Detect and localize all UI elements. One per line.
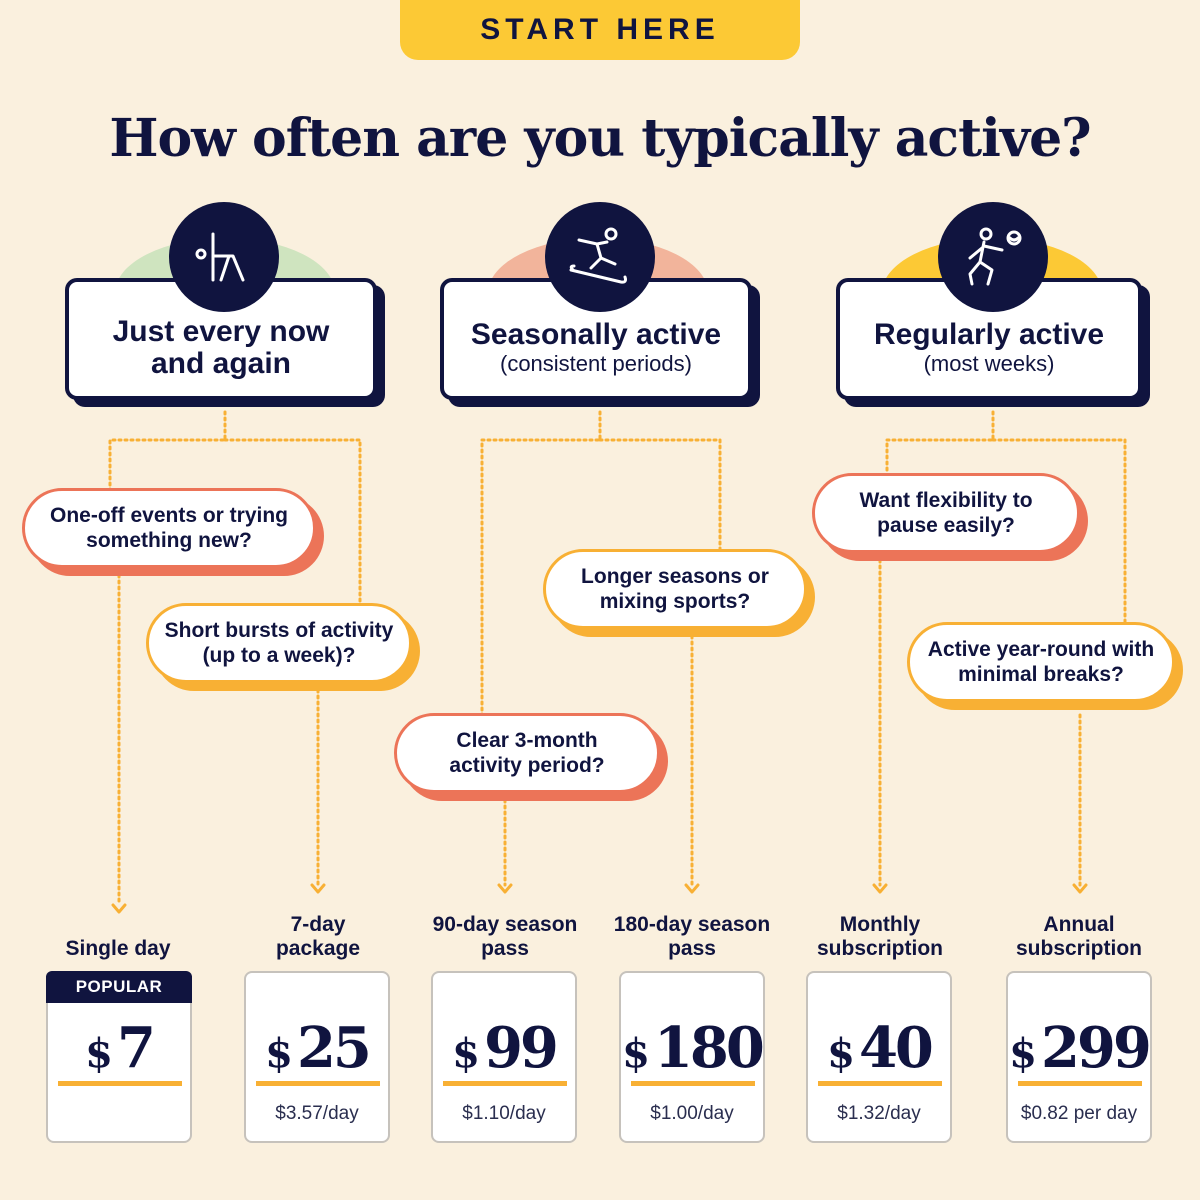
price-amount: $40: [808, 1015, 950, 1081]
price-value: 180: [653, 1015, 765, 1081]
category-title: Seasonally active: [470, 318, 722, 351]
price-currency: $: [265, 1030, 293, 1077]
price-per-day: $1.00/day: [650, 1103, 734, 1124]
plan-label: 90-day season pass: [432, 913, 578, 960]
plan-label: 180-day season pass: [613, 913, 771, 960]
snowboarder-icon: [569, 227, 627, 284]
price-currency: $: [452, 1030, 480, 1077]
question-text: Short bursts of activity (up to a week)?: [164, 619, 394, 667]
price-value: 40: [858, 1015, 934, 1081]
price-underline: [256, 1081, 380, 1086]
arrow-head: [684, 883, 700, 894]
price-per-day: $1.10/day: [462, 1103, 546, 1124]
category-subtitle: (consistent periods): [500, 351, 692, 376]
plan-label: 7-day package: [275, 913, 361, 960]
question-text: Clear 3-month activity period?: [449, 729, 605, 777]
price-underline: [58, 1081, 182, 1086]
plan-label: Monthly subscription: [816, 913, 943, 960]
price-per-day: $3.57/day: [275, 1103, 359, 1124]
price-value: 99: [483, 1015, 559, 1081]
price-card[interactable]: $25 $3.57/day: [244, 971, 390, 1143]
price-card[interactable]: POPULAR $7: [46, 971, 192, 1143]
arrow-head: [497, 883, 513, 894]
question-bubble[interactable]: Longer seasons or mixing sports?: [543, 549, 807, 629]
price-amount: $180: [621, 1015, 765, 1081]
price-currency: $: [827, 1030, 855, 1077]
price-underline: [443, 1081, 567, 1086]
category-icon-badge: [169, 202, 279, 312]
price-underline: [1018, 1081, 1142, 1086]
question-text: Want flexibility to pause easily?: [859, 489, 1033, 537]
price-per-day: $0.82 per day: [1020, 1103, 1138, 1124]
arrow-head: [310, 883, 326, 894]
price-underline: [818, 1081, 942, 1086]
connector-line: [991, 438, 1127, 624]
plan-label: Single day: [65, 937, 171, 960]
question-bubble[interactable]: Active year-round with minimal breaks?: [907, 622, 1175, 702]
price-value: 7: [116, 1015, 156, 1081]
question-bubble[interactable]: Clear 3-month activity period?: [394, 713, 660, 793]
question-bubble[interactable]: Short bursts of activity (up to a week)?: [146, 603, 412, 683]
price-amount: $25: [246, 1015, 388, 1081]
price-card[interactable]: $99 $1.10/day: [431, 971, 577, 1143]
category-icon-badge: [545, 202, 655, 312]
price-currency: $: [85, 1030, 113, 1077]
price-amount: $99: [433, 1015, 575, 1081]
arrow-head: [111, 903, 127, 914]
price-amount: $299: [1008, 1015, 1152, 1081]
arrow-head: [872, 883, 888, 894]
connector-line: [885, 410, 995, 476]
price-per-day: $1.32/day: [837, 1103, 921, 1124]
yoga-pose-icon: [195, 232, 245, 282]
popular-badge: POPULAR: [46, 971, 192, 1003]
connector-line: [108, 410, 227, 497]
connector-line: [480, 410, 602, 717]
price-card[interactable]: $180 $1.00/day: [619, 971, 765, 1143]
price-value: 25: [296, 1015, 372, 1081]
page-title: How often are you typically active?: [109, 108, 1091, 169]
question-text: Active year-round with minimal breaks?: [927, 638, 1155, 686]
price-card[interactable]: $40 $1.32/day: [806, 971, 952, 1143]
connector-line: [598, 438, 722, 552]
category-icon-badge: [938, 202, 1048, 312]
volleyball-player-icon: [968, 227, 1022, 286]
category-title: Just every now and again: [112, 315, 330, 380]
plan-label: Annual subscription: [1015, 913, 1142, 960]
start-here-label: START HERE: [480, 13, 720, 46]
question-text: Longer seasons or mixing sports?: [581, 565, 769, 613]
start-here-banner[interactable]: START HERE: [400, 0, 800, 60]
price-value: 299: [1040, 1015, 1152, 1081]
price-currency: $: [622, 1030, 650, 1077]
category-subtitle: (most weeks): [923, 351, 1055, 376]
question-bubble[interactable]: One-off events or trying something new?: [22, 488, 316, 568]
arrow-head: [1072, 883, 1088, 894]
category-title: Regularly active: [873, 318, 1105, 351]
price-underline: [631, 1081, 755, 1086]
question-text: One-off events or trying something new?: [49, 504, 289, 552]
price-card[interactable]: $299 $0.82 per day: [1006, 971, 1152, 1143]
question-bubble[interactable]: Want flexibility to pause easily?: [812, 473, 1080, 553]
price-currency: $: [1009, 1030, 1037, 1077]
connector-line: [223, 438, 362, 607]
price-amount: $7: [48, 1015, 190, 1081]
